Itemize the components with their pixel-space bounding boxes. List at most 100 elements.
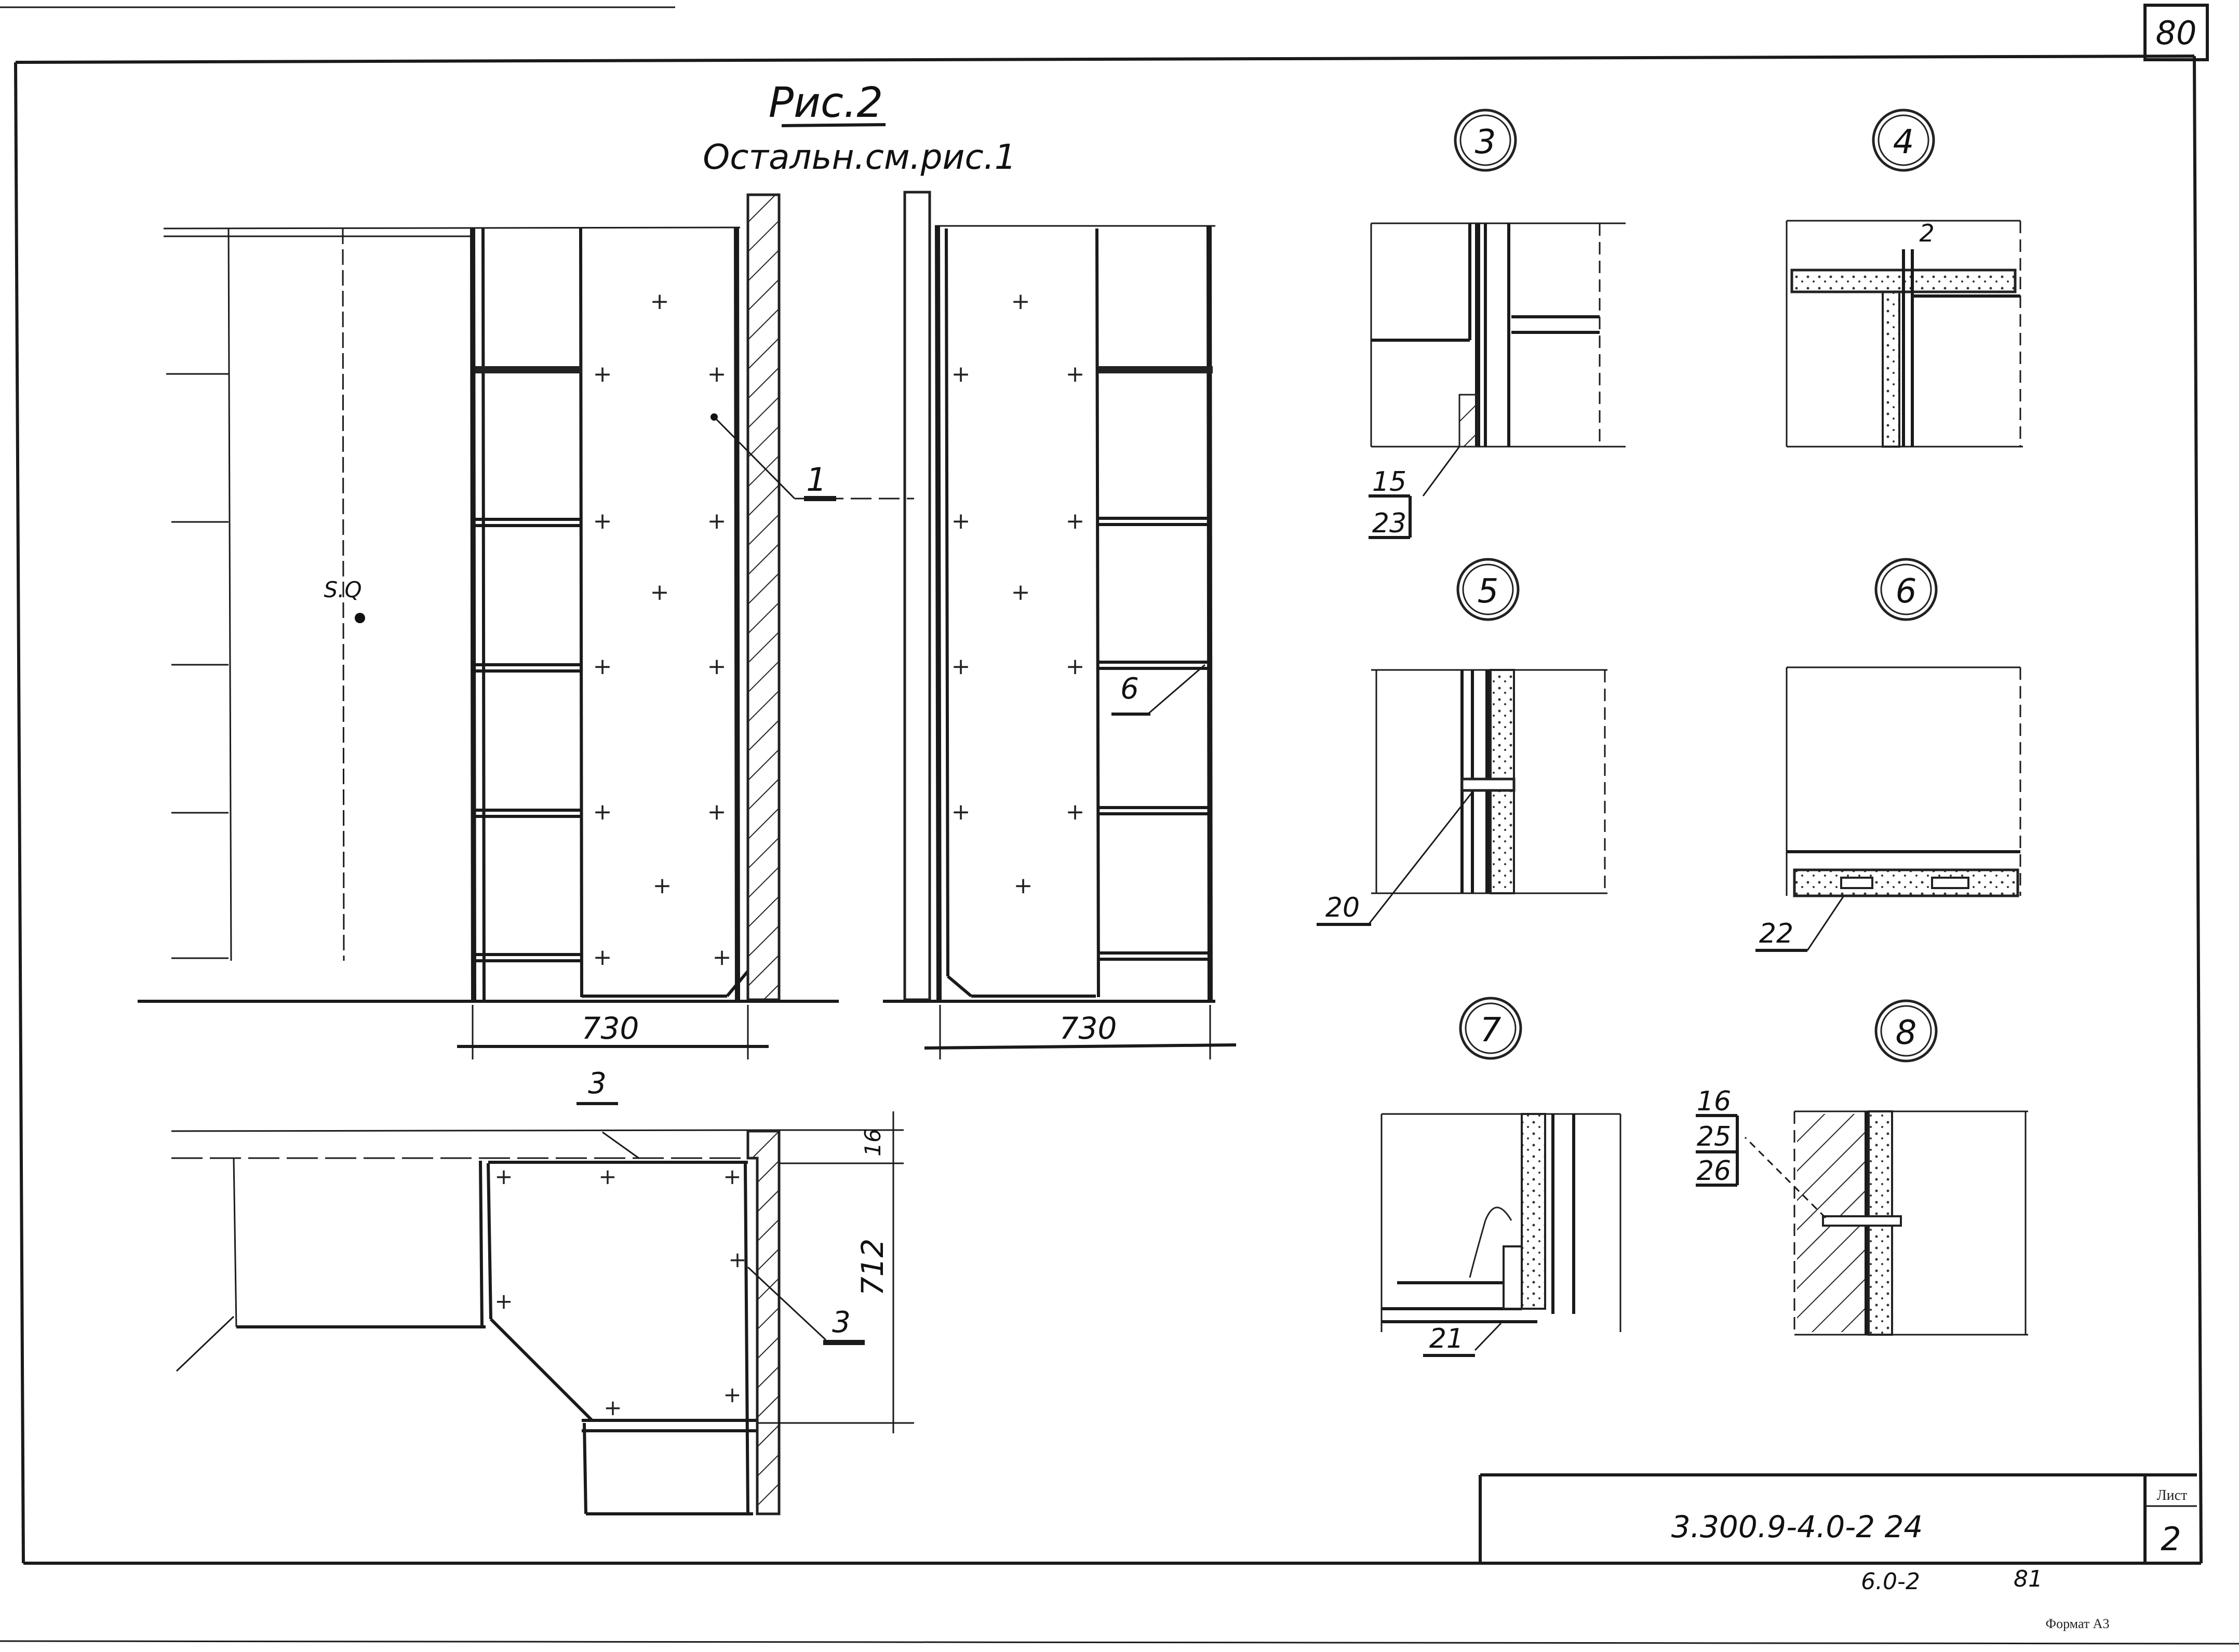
screw-marks-right: + + + + + + + + + + +: [951, 288, 1085, 899]
svg-text:3: 3: [1475, 123, 1496, 162]
svg-text:+: +: [1014, 872, 1033, 899]
footer-right: 81: [2014, 1566, 2043, 1592]
detail-marker-4: 4: [1872, 109, 1935, 172]
callout-23-label: 23: [1372, 508, 1406, 539]
figure-title: Рис.2: [769, 78, 883, 127]
section-mark-3: 3: [576, 1067, 639, 1159]
shelves-right: [1098, 366, 1213, 961]
svg-text:+: +: [951, 653, 971, 680]
svg-text:+: +: [707, 653, 727, 680]
svg-text:+: +: [951, 799, 971, 825]
svg-text:+: +: [1011, 288, 1030, 315]
callout-3-label: 3: [832, 1306, 851, 1339]
svg-text:+: +: [728, 1247, 746, 1272]
svg-text:+: +: [494, 1288, 513, 1314]
svg-text:8: 8: [1896, 1014, 1917, 1052]
svg-text:+: +: [1066, 653, 1085, 680]
dimension-left: 730: [457, 1005, 769, 1059]
elevation-left: + + + + + + + + + + + + + S.Q 730: [138, 193, 839, 1059]
svg-text:+: +: [707, 361, 727, 387]
svg-text:7: 7: [1480, 1011, 1501, 1050]
svg-text:+: +: [650, 579, 669, 606]
detail-6: 22: [1755, 666, 2021, 952]
dim-730-right: 730: [1060, 1011, 1117, 1046]
callout-15-label: 15: [1372, 466, 1406, 498]
figure-title-block: Рис.2 Остальн.см.рис.1: [703, 78, 1016, 177]
svg-text:+: +: [653, 872, 672, 899]
svg-text:5: 5: [1478, 572, 1499, 611]
format-label: Формат А3: [2046, 1616, 2110, 1631]
sheet-label: Лист: [2157, 1487, 2188, 1503]
svg-text:+: +: [1011, 579, 1030, 606]
svg-text:+: +: [593, 508, 612, 534]
shelves-left: [475, 366, 582, 962]
plan-dimensions: 16 712: [758, 1111, 914, 1433]
section-mark-label: 3: [588, 1067, 607, 1100]
figure-subtitle: Остальн.см.рис.1: [703, 137, 1016, 177]
elevation-right: + + + + + + + + + + + 6 730: [883, 191, 1237, 1059]
corner-number: 80: [2156, 14, 2197, 52]
detail-8: 16 25 26: [1696, 1086, 2028, 1336]
svg-text:+: +: [494, 1164, 513, 1189]
svg-text:+: +: [604, 1395, 622, 1420]
callout-21-label: 21: [1429, 1323, 1464, 1354]
svg-text:+: +: [598, 1164, 616, 1189]
dimension-right: 730: [924, 1005, 1237, 1059]
svg-text:+: +: [593, 653, 612, 680]
callout-20-label: 20: [1325, 892, 1360, 923]
callout-1-label: 1: [806, 461, 826, 499]
sheet-frame: [0, 6, 2239, 1645]
left-edge-marks: [166, 373, 229, 959]
svg-text:+: +: [593, 799, 612, 825]
callout-26-label: 26: [1697, 1156, 1731, 1187]
detail-marker-8: 8: [1874, 999, 1938, 1063]
svg-text:+: +: [593, 944, 612, 971]
detail-marker-5: 5: [1456, 558, 1520, 621]
svg-text:+: +: [951, 361, 971, 387]
callout-3: 3: [747, 1266, 865, 1345]
footer-left: 6.0-2: [1861, 1568, 1920, 1595]
svg-text:+: +: [1066, 508, 1085, 534]
center-mark: S.Q: [324, 577, 361, 602]
detail-7: 21: [1380, 1113, 1621, 1357]
plan-dim-height: 712: [855, 1239, 890, 1296]
plan-dim-top: 16: [860, 1129, 886, 1156]
plan-view: + + + + + + + 3 3 16 712: [171, 1067, 914, 1515]
svg-text:+: +: [707, 508, 727, 534]
callout-2-label: 2: [1919, 219, 1934, 247]
detail-markers: 3 4 5 6 7 8: [1454, 109, 1938, 1063]
callout-1: 1: [710, 413, 914, 501]
callout-6: 6: [1111, 664, 1205, 716]
corner-number-box: 80: [2143, 4, 2209, 61]
detail-5: 20: [1317, 669, 1607, 926]
svg-text:+: +: [713, 944, 732, 971]
svg-text:+: +: [1066, 361, 1085, 387]
plan-screw-marks: + + + + + + +: [494, 1164, 746, 1420]
svg-text:+: +: [1066, 799, 1085, 825]
footer: 6.0-2 81 Формат А3: [1861, 1566, 2109, 1631]
detail-3: 15 23: [1369, 222, 1626, 539]
detail-marker-7: 7: [1459, 997, 1522, 1060]
detail-4: 2: [1786, 219, 2023, 448]
detail-marker-3: 3: [1454, 109, 1517, 172]
svg-text:+: +: [650, 288, 669, 315]
svg-text:6: 6: [1896, 572, 1917, 611]
callout-16-label: 16: [1697, 1086, 1731, 1117]
dim-730-left: 730: [582, 1011, 639, 1046]
svg-text:+: +: [707, 799, 727, 825]
svg-text:+: +: [951, 508, 971, 534]
svg-text:+: +: [723, 1382, 741, 1407]
detail-marker-6: 6: [1874, 558, 1938, 621]
callout-25-label: 25: [1697, 1121, 1731, 1152]
callout-22-label: 22: [1759, 918, 1793, 949]
screw-marks-left: + + + + + + + + + + + + +: [593, 288, 732, 971]
svg-text:+: +: [593, 361, 612, 387]
svg-text:4: 4: [1893, 123, 1914, 162]
document-code: 3.300.9-4.0-2 24: [1671, 1509, 1923, 1544]
sheet-number: 2: [2161, 1520, 2181, 1558]
title-block: Лист 2 3.300.9-4.0-2 24: [1479, 1473, 2197, 1563]
callout-6-label: 6: [1120, 672, 1139, 706]
svg-text:+: +: [723, 1164, 741, 1189]
